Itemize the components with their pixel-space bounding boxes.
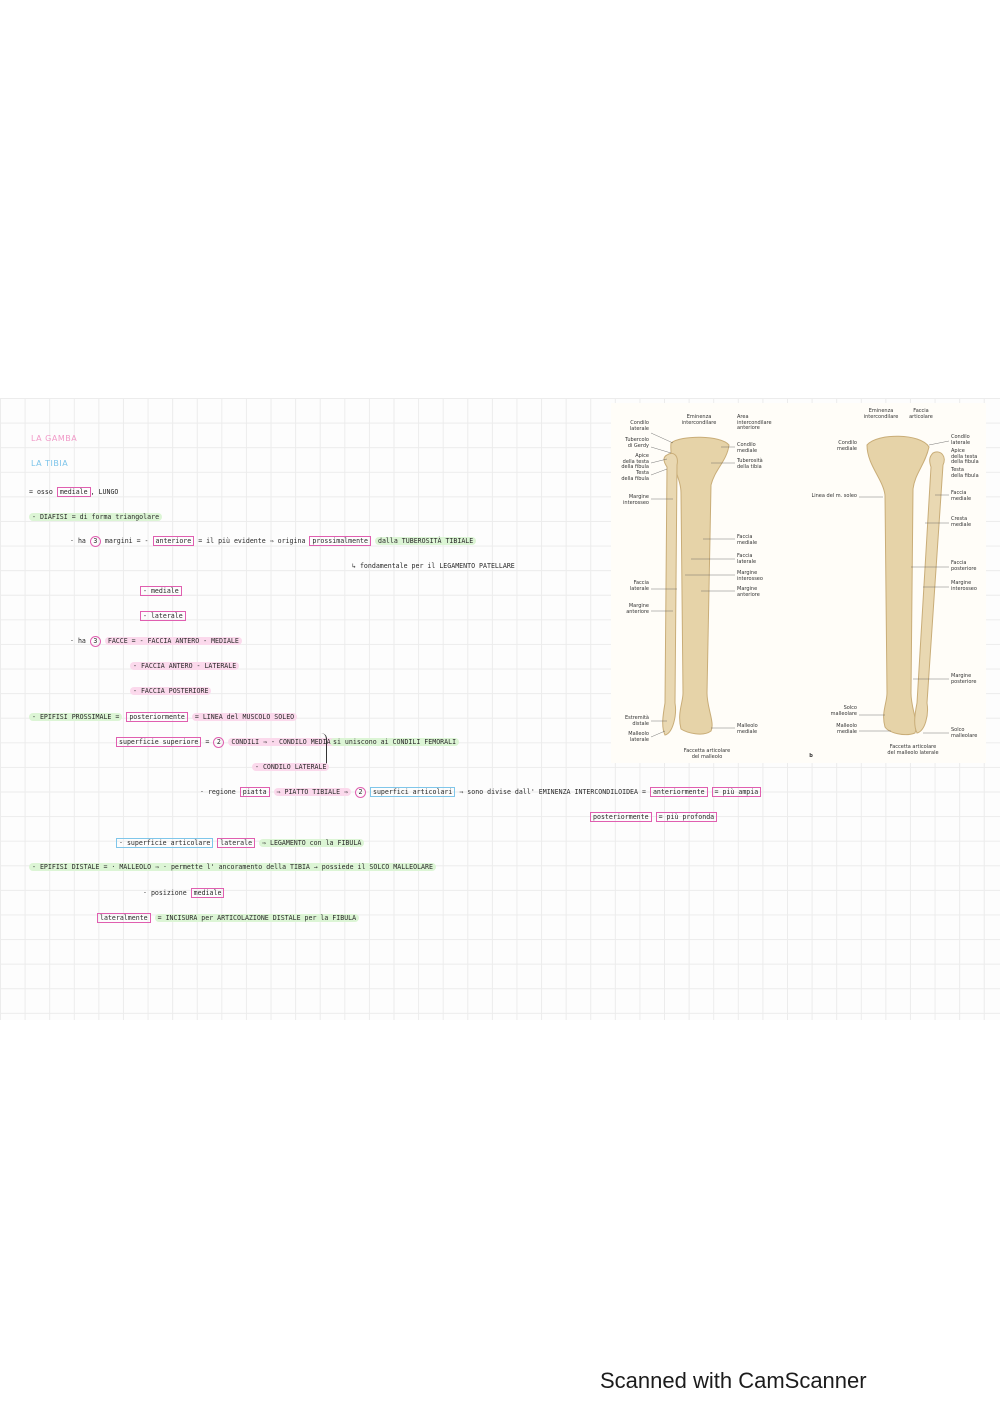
label-area-intercondilare: Area intercondilare anteriore [737, 414, 772, 431]
label-testa-fibula: Testa della fibula [621, 470, 649, 482]
label-malleolo-mediale-b: Malleolo mediale [836, 723, 857, 735]
label-condilo-mediale-a: Condilo mediale [737, 442, 758, 454]
bones-drawing [650, 432, 950, 738]
label-solco-malleolare-b: Solco malleolare [830, 705, 857, 717]
label-malleolo-mediale-a: Malleolo mediale [737, 723, 758, 735]
label-faccia-laterale-a: Faccia laterale [629, 580, 649, 592]
label-apice-testa-fibula-b: Apice della testa della fibula [951, 448, 979, 465]
note-line-incisura: lateralmente = INCISURA per ARTICOLAZION… [97, 913, 360, 923]
note-line-faccia-posteriore: - FACCIA POSTERIORE [130, 686, 212, 696]
note-line-epifisi-prossimale: - EPIFISI PROSSIMALE = posteriormente = … [29, 712, 298, 722]
label-faccia-posteriore-b: Faccia posteriore [951, 560, 977, 572]
note-line-piatto-tibiale: · regione piatta ⇒ PIATTO TIBIALE ⇒ 2 su… [200, 787, 762, 798]
label-margine-anteriore-a2: Margine anteriore [737, 586, 760, 598]
label-solco-malleolare-b2: Solco malleolare [951, 727, 978, 739]
tibia-posterior-shape [866, 435, 930, 736]
label-faccia-mediale-a: Faccia mediale [737, 534, 758, 546]
note-line-superficie-articolare: · superficie articolare laterale ⇒ LEGAM… [116, 838, 365, 848]
note-line-condilo-laterale: - CONDILO LATERALE [252, 762, 330, 772]
label-eminenza-intercondilare-b: Eminenza intercondilare [863, 408, 899, 420]
label-faccia-mediale-b: Faccia mediale [951, 490, 972, 502]
label-tuberosita-tibia: Tuberosità della tibia [737, 458, 763, 470]
note-line-diafisi: - DIAFISI = di forma triangolare [29, 512, 163, 522]
note-line-epifisi-distale: - EPIFISI DISTALE = · MALLEOLO ⇒ · perme… [29, 862, 436, 872]
label-faccetta-articolare-b: Faccetta articolare del malleolo lateral… [887, 744, 939, 756]
heading-la-gamba: LA GAMBA [31, 434, 78, 443]
label-margine-interosseo-b: Margine interosseo [951, 580, 977, 592]
leader-lines [650, 432, 950, 738]
label-condilo-mediale-b: Condilo mediale [836, 440, 857, 452]
label-condilo-laterale-b: Condilo laterale [951, 434, 971, 446]
tibia-anterior-shape [670, 436, 730, 735]
note-line-margine-laterale: - laterale [140, 611, 186, 621]
brace-condili [320, 733, 327, 771]
note-line-facce: · ha 3 FACCE = - FACCIA ANTERO - MEDIALE [70, 636, 242, 647]
label-malleolo-laterale-a: Malleolo laterale [628, 731, 649, 743]
label-faccia-articolare-b: Faccia articolare [909, 408, 933, 420]
label-faccetta-articolare-a: Faccetta articolare del malleolo [683, 748, 731, 760]
heading-la-tibia: LA TIBIA [31, 459, 69, 468]
label-margine-interosseo-a2: Margine interosseo [737, 570, 763, 582]
tibia-fibula-illustration: Condilo laterale Tubercolo di Gerdy Apic… [611, 403, 986, 763]
label-eminenza-intercondilare-a: Eminenza intercondilare [681, 414, 717, 426]
note-line-condili-femorali: si uniscono ai CONDILI FEMORALI [330, 737, 460, 747]
label-linea-soleo: Linea del m. soleo [811, 493, 857, 499]
note-line-posizione-mediale: · posizione mediale [143, 888, 225, 898]
note-line-margini: · ha 3 margini = - anteriore = il più ev… [70, 536, 477, 547]
panel-b-letter: b [809, 753, 813, 759]
note-line-legamento-patellare: ↳ fondamentale per il LEGAMENTO PATELLAR… [352, 562, 515, 570]
label-faccia-laterale-a2: Faccia laterale [737, 553, 757, 565]
note-line-posteriormente: posteriormente = più profonda [590, 812, 718, 822]
fibula-anterior-shape [662, 452, 678, 736]
label-estremita-distale: Estremità distale [624, 715, 649, 727]
label-cresta-mediale: Cresta mediale [951, 516, 972, 528]
note-line-osso: = osso mediale, LUNGO [29, 487, 119, 497]
label-condilo-laterale: Condilo laterale [629, 420, 649, 432]
fibula-posterior-shape [914, 451, 945, 734]
label-tubercolo-gerdy: Tubercolo di Gerdy [625, 437, 649, 449]
label-testa-fibula-b: Testa della fibula [951, 467, 979, 479]
label-apice-testa-fibula: Apice della testa della fibula [621, 453, 649, 470]
note-line-superficie-superiore: superficie superiore = 2 CONDILI ⇒ - CON… [116, 737, 342, 748]
note-line-margine-mediale: - mediale [140, 586, 182, 596]
note-line-faccia-antero-laterale: - FACCIA ANTERO - LATERALE [130, 661, 240, 671]
label-margine-interosseo-a: Margine interosseo [623, 494, 649, 506]
label-margine-posteriore-b: Margine posteriore [951, 673, 977, 685]
scanner-watermark: Scanned with CamScanner [600, 1368, 867, 1393]
label-margine-anteriore-a: Margine anteriore [626, 603, 649, 615]
